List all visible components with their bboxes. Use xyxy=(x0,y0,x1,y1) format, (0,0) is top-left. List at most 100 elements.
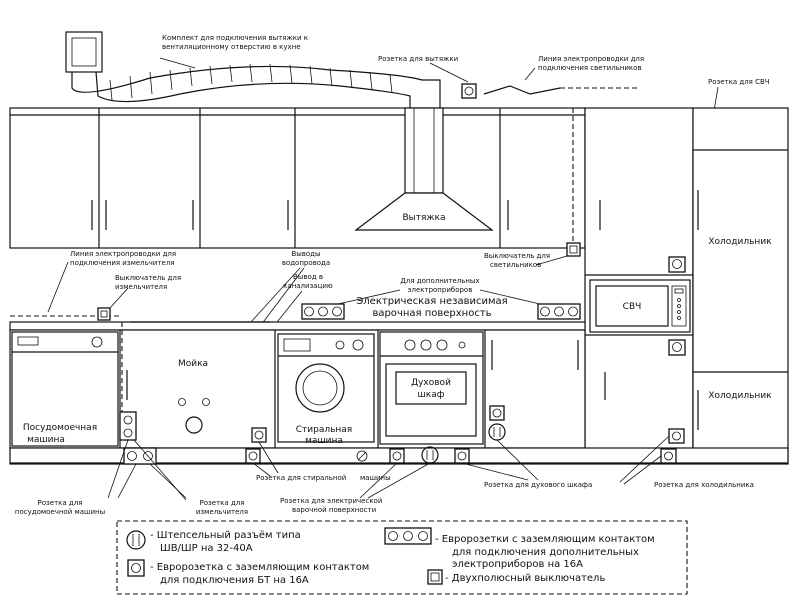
hood-label: Вытяжка xyxy=(403,213,446,223)
light-switch-label-2: светильников xyxy=(490,261,541,269)
fridge-wall-socket xyxy=(668,339,686,356)
water-outlets-label-2: водопровода xyxy=(282,259,330,267)
triple-socket-right xyxy=(537,303,581,320)
light-switch-key xyxy=(569,245,578,254)
vent-duct-bottom xyxy=(95,71,411,108)
worktop xyxy=(9,321,586,331)
legend-euro-text-1: - Евророзетка с заземляющим контактом xyxy=(150,562,369,573)
fridge-socket-upper xyxy=(668,428,685,444)
oven-socket-face xyxy=(457,451,467,461)
hob-socket-leader-1 xyxy=(359,462,398,499)
dishwasher-label-2: машина xyxy=(27,435,65,445)
dishwasher-double-socket-face-1 xyxy=(127,451,137,461)
microwave-btn-4 xyxy=(677,316,681,320)
dishwasher-socket-vertical-face-2 xyxy=(123,428,133,438)
light-wiring-label-2: подключения светильников xyxy=(538,64,642,72)
microwave-panel xyxy=(671,285,687,327)
washer-socket-upper xyxy=(251,427,267,443)
filter-socket-label-1: Розетка для xyxy=(200,499,245,507)
oven-label-2: шкаф xyxy=(418,390,445,400)
washer-drawer xyxy=(283,338,311,352)
oven-side-socket-face xyxy=(492,408,502,418)
washer-door-inner xyxy=(302,370,338,406)
extra-appliances-label-2: электроприборов xyxy=(408,286,473,294)
microwave-label: СВЧ xyxy=(623,302,642,312)
fridge-wall-socket-face xyxy=(672,342,682,352)
washer-socket-upper-face xyxy=(254,430,264,440)
legend: - Штепсельный разъём типа ШВ/ШР на 32-40… xyxy=(116,520,688,595)
washer-door-outer xyxy=(295,363,345,413)
oven-window xyxy=(395,371,467,405)
sink: Мойка xyxy=(178,359,210,434)
oven-knob-3 xyxy=(436,339,448,351)
microwave-window xyxy=(595,285,669,327)
legend-triple-socket-face-3 xyxy=(418,531,428,541)
legend-switch-icon xyxy=(427,569,443,585)
oven-socket xyxy=(454,448,470,464)
triple-socket-right-face-3 xyxy=(568,306,578,317)
washer-socket-label-1: Розетка для стиральной xyxy=(256,474,346,482)
filter-switch-leader xyxy=(109,287,129,309)
extra-appliances-label-1: Для дополнительных xyxy=(400,277,479,285)
hood-socket xyxy=(461,83,477,99)
legend-euro-text-2: для подключения БТ на 16А xyxy=(160,575,309,586)
filter-switch xyxy=(97,307,111,321)
bottom-callouts: Розетка для посудомоечной машины Розетка… xyxy=(15,435,754,516)
washer-body xyxy=(277,333,375,443)
mw-socket-face xyxy=(672,259,682,269)
microwave-btn-1 xyxy=(677,298,681,302)
hood: Вытяжка xyxy=(354,107,494,231)
oven-socket-leader-1 xyxy=(461,462,529,481)
hob-socket xyxy=(389,448,405,464)
light-switch-label-1: Выключатель для xyxy=(484,252,550,260)
washer-socket-leader-2 xyxy=(258,441,279,474)
triple-socket-right-frame xyxy=(537,303,581,320)
sewer-outlet xyxy=(185,416,203,434)
dishwasher-display xyxy=(17,336,39,346)
oven: Духовой шкаф xyxy=(379,331,484,445)
washer-socket-plinth-face xyxy=(248,451,258,461)
fridge-socket-label: Розетка для холодильника xyxy=(654,481,754,489)
legend-triple-text-3: электроприборов на 16А xyxy=(452,559,583,570)
filter-wiring-label-2: подключения измельчителя xyxy=(70,259,175,267)
vent-duct-top xyxy=(71,65,441,108)
washing-machine: Стиральная машина xyxy=(277,333,375,446)
vent-duct-ribs xyxy=(109,63,393,101)
dishwasher-socket-vertical-face-1 xyxy=(123,415,133,425)
fridge-socket-plinth xyxy=(660,448,677,464)
plinth-knob-mark xyxy=(357,451,367,461)
dish-socket-leader-2 xyxy=(117,463,137,499)
legend-triple-text-1: - Евророзетки с заземляющим контактом xyxy=(435,534,655,545)
filter-switch-label-1: Выключатель для xyxy=(115,274,181,282)
oven-knob-1 xyxy=(404,339,416,351)
hood-socket-face xyxy=(464,86,474,96)
extra-leader-right xyxy=(479,289,541,305)
legend-plug-text-1: - Штепсельный разъём типа xyxy=(150,530,301,541)
triple-socket-left xyxy=(301,303,345,320)
filter-wiring-leader xyxy=(47,261,69,313)
triple-socket-left-face-2 xyxy=(318,306,328,317)
triple-socket-left-frame xyxy=(301,303,345,320)
filter-wiring-label-1: Линия электропроводки для xyxy=(70,250,176,258)
plinth-knob xyxy=(356,450,368,462)
hood-chimney xyxy=(404,107,444,194)
sewer-label-1: Вывод в xyxy=(293,273,323,281)
oven-label-1: Духовой xyxy=(411,378,451,388)
washer-socket-label-2: машины xyxy=(360,474,391,482)
hob-socket-label-1: Розетка для электрической xyxy=(280,497,382,505)
legend-switch-key xyxy=(430,572,440,582)
filter-switch-label-2: измельчителя xyxy=(115,283,167,291)
fridge-socket-leader-2 xyxy=(623,455,662,485)
hob-label-1: Электрическая независимая xyxy=(356,296,507,307)
hood-socket-label: Розетка для вытяжки xyxy=(378,55,458,63)
dish-socket-label-1: Розетка для xyxy=(38,499,83,507)
upper-cabinets xyxy=(9,107,586,249)
triple-socket-left-face-1 xyxy=(304,306,314,317)
oven-knob-2 xyxy=(420,339,432,351)
dishwasher: Посудомоечная машина xyxy=(11,331,119,447)
microwave: СВЧ xyxy=(589,279,691,333)
light-switch-leader xyxy=(535,255,568,266)
legend-triple-socket-icon xyxy=(384,527,432,545)
oven-socket-leader-2 xyxy=(496,439,539,481)
